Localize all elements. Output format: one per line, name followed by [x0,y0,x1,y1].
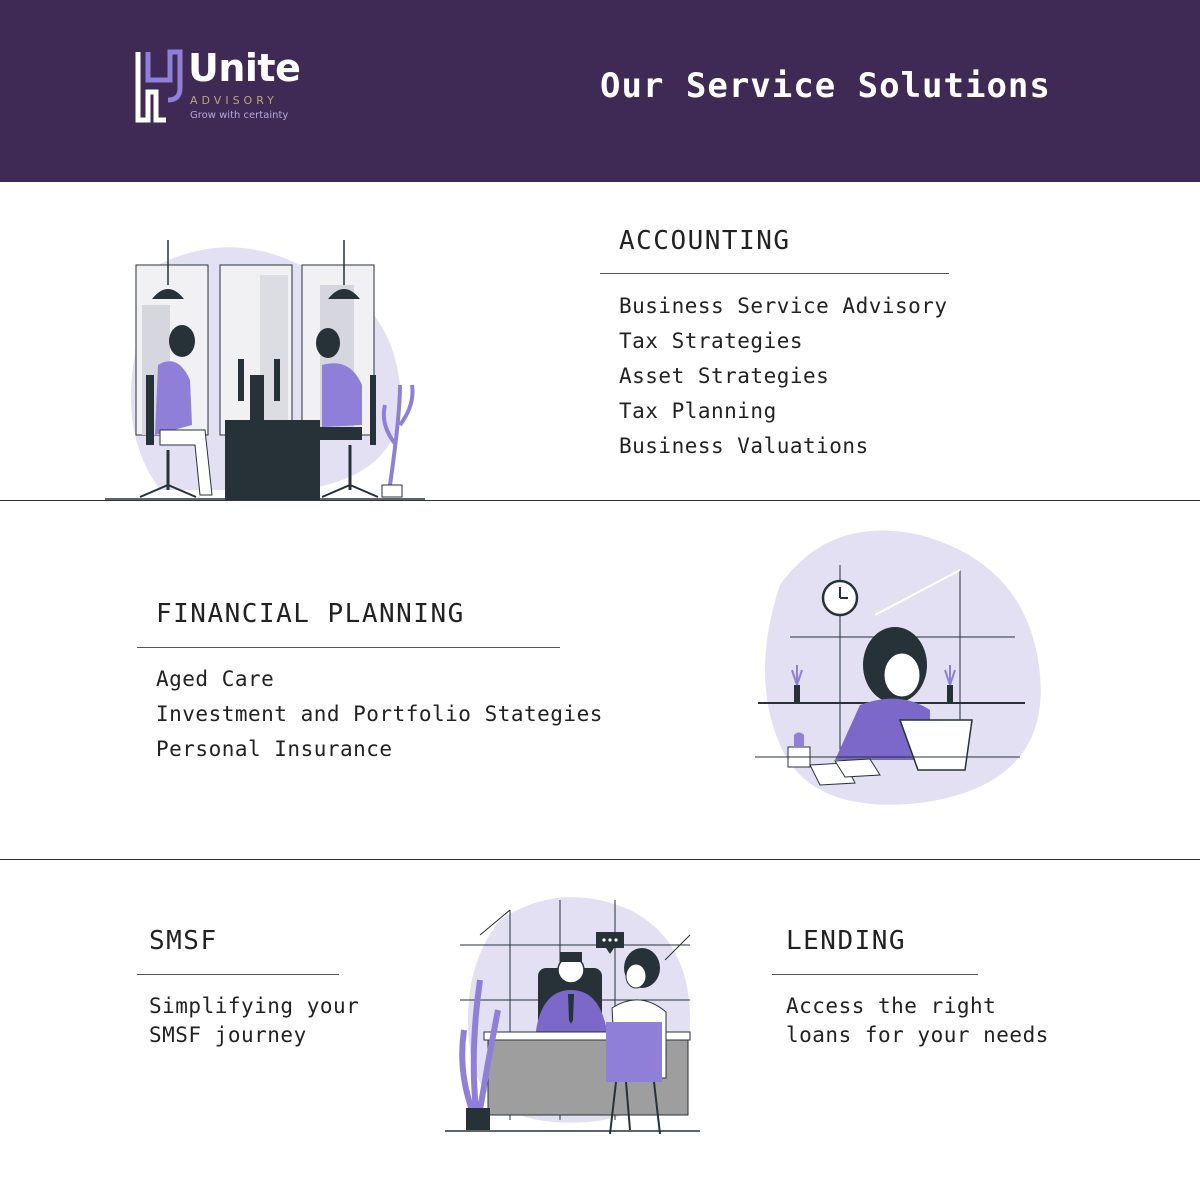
accounting-item: Tax Strategies [619,329,804,353]
lending-title-rule [772,974,978,975]
consultation-meeting-illustration [445,897,700,1135]
accounting-item: Business Service Advisory [619,294,948,318]
smsf-title: SMSF [149,926,218,956]
brand-subtitle: ADVISORY [190,94,278,107]
accounting-item: Asset Strategies [619,364,830,388]
header-banner: Unite ADVISORY Grow with certainty Our S… [0,0,1200,182]
smsf-title-rule [137,974,339,975]
accounting-item: Business Valuations [619,434,869,458]
smsf-description-line: SMSF journey [149,1023,307,1047]
financial-planning-title: FINANCIAL PLANNING [156,599,465,629]
brand-name: Unite [188,46,301,90]
office-workers-illustration [105,240,425,500]
brand-logo[interactable]: Unite ADVISORY Grow with certainty [134,46,334,128]
section-divider [0,859,1200,860]
woman-writing-illustration [755,530,1041,805]
page-title: Our Service Solutions [600,66,1051,106]
section-divider [0,500,1200,501]
lending-description-line: Access the right [786,994,997,1018]
lending-description-line: loans for your needs [786,1023,1049,1047]
financial-planning-item: Aged Care [156,667,275,691]
logo-mark-icon [135,49,183,123]
accounting-item: Tax Planning [619,399,777,423]
financial-planning-item: Investment and Portfolio Stategies [156,702,603,726]
brand-tagline: Grow with certainty [190,110,289,121]
accounting-title-rule [600,273,949,274]
smsf-description-line: Simplifying your [149,994,360,1018]
lending-title: LENDING [786,926,907,956]
accounting-title: ACCOUNTING [619,226,791,256]
financial-planning-title-rule [137,647,560,648]
financial-planning-item: Personal Insurance [156,737,393,761]
